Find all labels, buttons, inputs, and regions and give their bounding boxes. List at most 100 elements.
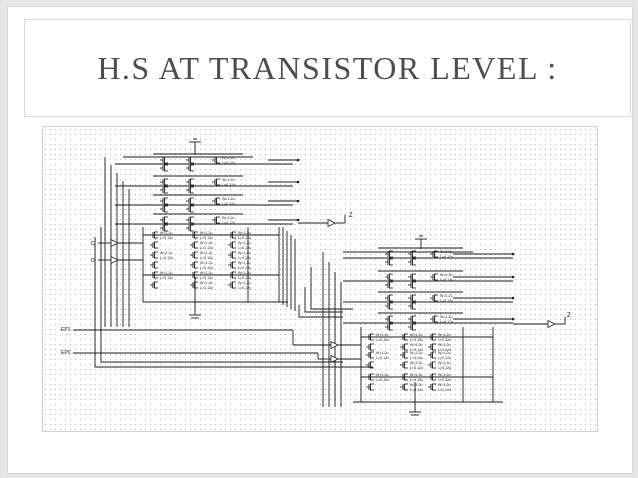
transistor-length-label: L=0.12u: [376, 338, 389, 342]
transistor: [385, 250, 393, 258]
transistor-length-label: L=0.12u: [200, 266, 213, 270]
transistor: [186, 197, 194, 205]
schematic-components: W=1.2uL=0.12uW=1.2uL=0.12uW=1.2uL=0.12uW…: [110, 156, 556, 392]
input-label-c: C: [91, 241, 95, 247]
transistor: [385, 273, 393, 281]
transistor-width-label: W=1.2u: [238, 271, 251, 275]
transistor: [186, 224, 194, 232]
transistor: [228, 231, 236, 239]
transistor: [190, 261, 198, 269]
transistor: [228, 271, 236, 279]
transistor-length-label: L=0.12u: [410, 338, 423, 342]
transistor: [160, 205, 168, 213]
transistor: [430, 273, 438, 281]
wire: [94, 237, 373, 368]
transistor-width-label: W=1.2u: [200, 281, 213, 285]
transistor-width-label: W=1.2u: [200, 241, 213, 245]
junction-dot: [511, 317, 515, 321]
transistor-length-label: L=0.12u: [376, 356, 389, 360]
title-box: H.S AT TRANSISTOR LEVEL :: [24, 19, 631, 117]
transistor-length-label: L=0.12u: [200, 276, 213, 280]
buffer-gate: [327, 218, 336, 228]
transistor-width-label: W=1.2u: [376, 333, 389, 337]
transistor: [366, 343, 374, 351]
wire: [310, 267, 353, 310]
transistor-width-label: W=1.2u: [410, 333, 423, 337]
wire: [298, 305, 343, 318]
transistor-width-label: W=1.2u: [160, 271, 173, 275]
transistor: [366, 361, 374, 369]
transistor-width-label: W=1.2u: [440, 315, 453, 319]
transistor-width-label: W=1.2u: [438, 361, 451, 365]
junction-dot: [296, 218, 300, 222]
transistor-length-label: L=0.12u: [200, 236, 213, 240]
transistor: [212, 178, 220, 186]
schematic-wires: [73, 138, 566, 416]
transistor-width-label: W=1.2u: [376, 373, 389, 377]
transistor: [428, 373, 436, 381]
output-label-z-top: Z: [349, 213, 353, 219]
transistor: [400, 333, 408, 341]
transistor-length-label: L=0.12u: [410, 388, 423, 392]
schematic-canvas: W=1.2uL=0.12uW=1.2uL=0.12uW=1.2uL=0.12uW…: [61, 138, 571, 416]
transistor-length-label: L=0.12u: [410, 366, 423, 370]
transistor: [408, 258, 416, 266]
transistor: [428, 351, 436, 359]
junction-dot: [296, 158, 300, 162]
transistor-length-label: L=0.12u: [438, 388, 451, 392]
transistor-width-label: W=1.2u: [438, 343, 451, 347]
transistor-width-label: W=1.2u: [200, 271, 213, 275]
transistor: [228, 261, 236, 269]
transistor-length-label: L=0.12u: [238, 256, 251, 260]
transistor-length-label: L=0.12u: [222, 202, 235, 206]
transistor-length-label: L=0.12u: [238, 276, 251, 280]
transistor-width-label: W=1.2u: [440, 250, 453, 254]
transistor-length-label: L=0.12u: [238, 236, 251, 240]
transistor: [385, 281, 393, 289]
transistor: [160, 164, 168, 172]
transistor: [366, 383, 374, 391]
transistor-width-label: W=1.2u: [222, 216, 235, 220]
transistor: [385, 294, 393, 302]
transistor-width-label: W=1.2u: [438, 373, 451, 377]
buffer-gate: [110, 255, 119, 265]
transistor: [160, 156, 168, 164]
transistor: [190, 251, 198, 259]
transistor-width-label: W=1.2u: [222, 156, 235, 160]
transistor-length-label: L=0.12u: [440, 278, 453, 282]
transistor: [408, 294, 416, 302]
transistor: [385, 302, 393, 310]
transistor-length-label: L=0.12u: [238, 286, 251, 290]
transistor-width-label: W=1.2u: [160, 231, 173, 235]
transistor: [160, 197, 168, 205]
transistor-length-label: L=0.12u: [376, 378, 389, 382]
input-label-ep1: EP1: [61, 327, 71, 333]
transistor-length-label: L=0.12u: [222, 183, 235, 187]
transistor-width-label: W=1.2u: [438, 333, 451, 337]
transistor: [400, 343, 408, 351]
transistor: [385, 323, 393, 331]
transistor-length-label: L=0.12u: [222, 221, 235, 225]
transistor: [408, 302, 416, 310]
transistor: [160, 178, 168, 186]
transistor: [190, 241, 198, 249]
transistor-length-label: L=0.12u: [160, 256, 173, 260]
transistor: [228, 281, 236, 289]
transistor-width-label: W=1.2u: [200, 231, 213, 235]
transistor: [430, 315, 438, 323]
junction-dot: [511, 296, 515, 300]
transistor: [366, 333, 374, 341]
transistor: [400, 361, 408, 369]
transistor-length-label: L=0.12u: [200, 256, 213, 260]
transistor: [400, 351, 408, 359]
transistor-length-label: L=0.12u: [438, 366, 451, 370]
transistor: [430, 250, 438, 258]
transistor-length-label: L=0.12u: [410, 348, 423, 352]
transistor: [212, 156, 220, 164]
transistor: [228, 241, 236, 249]
transistor: [385, 258, 393, 266]
junction-dot: [511, 252, 515, 256]
input-label-d: D: [91, 258, 95, 264]
transistor: [428, 361, 436, 369]
